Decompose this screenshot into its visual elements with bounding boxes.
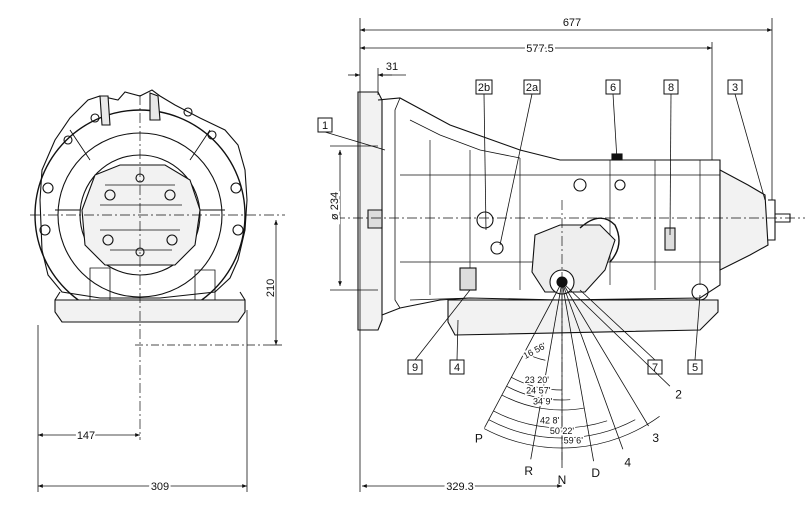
angle-arc-4 [493, 410, 608, 429]
callout-leader-9 [414, 289, 471, 361]
callout-label-2b: 2b [478, 82, 490, 94]
angle-arc-5 [488, 419, 636, 439]
callout-box-2a [523, 79, 541, 95]
callout-box-8 [663, 79, 679, 95]
callout-leader-1 [324, 131, 386, 151]
selector-ray-4 [561, 281, 624, 450]
dim-677: 677 [563, 17, 581, 29]
angle-label-3: 34 9' [533, 396, 553, 406]
selector-position-P: P [475, 431, 483, 445]
callout-box-2b [475, 79, 493, 95]
angle-label-2: 24 57' [526, 386, 551, 396]
selector-position-N: N [558, 473, 567, 487]
callouts: 1 2b 2a 6 8 3 9 4 7 5 [317, 79, 766, 375]
angle-label-4: 42 8' [540, 415, 560, 425]
callout-box-6 [605, 79, 621, 95]
angle-label-1: 23 20' [525, 375, 550, 385]
side-dimensions [330, 18, 773, 492]
dim-210: 210 [265, 279, 277, 297]
selector-ray-3 [561, 281, 649, 427]
front-view [34, 89, 248, 323]
angle-arc-0 [524, 352, 546, 361]
callout-leader-2a [499, 93, 533, 246]
callout-box-4 [449, 359, 465, 375]
callout-box-9 [407, 359, 423, 375]
front-dimensions [37, 220, 282, 492]
angle-label-0: 16 56' [522, 341, 548, 361]
dim-309: 309 [151, 481, 169, 493]
angle-label-6: 59 6' [564, 436, 584, 446]
dim-577-5: 577.5 [526, 43, 554, 55]
selector-position-R: R [524, 464, 533, 478]
angle-arc-6 [483, 416, 660, 449]
angle-arc-2 [506, 385, 571, 401]
selector-ray-2 [561, 281, 671, 387]
dim-147: 147 [77, 430, 95, 442]
callout-label-6: 6 [610, 82, 616, 94]
callout-leader-5 [694, 294, 701, 361]
dim-329-3: 329.3 [446, 481, 474, 493]
callout-leader-4 [456, 319, 459, 361]
callout-box-7 [647, 359, 663, 375]
selector-position-4: 4 [624, 455, 631, 469]
callout-box-1 [317, 117, 333, 133]
callout-box-3 [727, 79, 743, 95]
selector-fan: P R N D 4 3 2 16 56' 23 20'24 57'34 9' 42 8'50 22… [475, 281, 682, 487]
selector-position-3: 3 [652, 431, 659, 445]
angle-arc-3 [501, 394, 585, 411]
callout-label-5: 5 [692, 362, 698, 374]
callout-label-8: 8 [668, 82, 674, 94]
callout-label-7: 7 [652, 362, 658, 374]
callout-label-9: 9 [412, 362, 418, 374]
callout-label-1: 1 [322, 120, 328, 132]
dim-234: ø 234 [329, 192, 341, 220]
callout-leader-8 [669, 93, 672, 236]
dim-31: 31 [386, 61, 398, 73]
selector-ray-R [530, 281, 563, 460]
selector-ray-D [561, 281, 594, 462]
callout-leader-3 [734, 93, 766, 201]
callout-label-2a: 2a [526, 82, 539, 94]
angle-label-5: 50 22' [550, 426, 575, 436]
callout-label-3: 3 [732, 82, 738, 94]
front-centerlines [30, 95, 285, 440]
callout-leader-6 [612, 93, 618, 161]
callout-box-5 [687, 359, 703, 375]
angle-arc-1 [511, 377, 563, 391]
callout-label-4: 4 [454, 362, 460, 374]
selector-position-D: D [591, 466, 600, 480]
callout-leader-2b [483, 93, 487, 231]
selector-ray-P [484, 281, 563, 428]
callout-leader-7 [579, 289, 656, 361]
selector-position-2: 2 [675, 388, 682, 402]
side-view [357, 91, 791, 336]
